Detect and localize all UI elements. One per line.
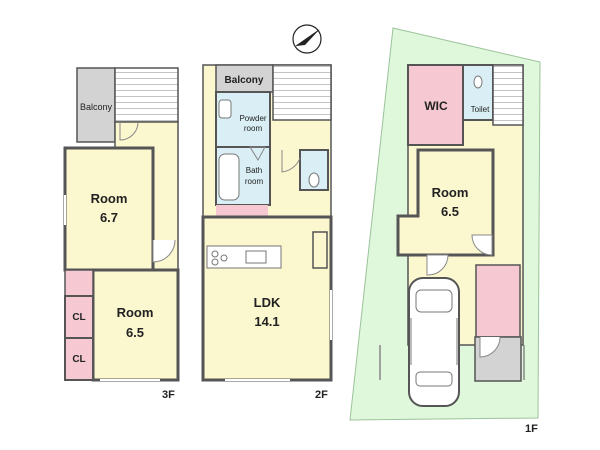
- room-6-5-1f-size: 6.5: [441, 204, 459, 219]
- kitchen-counter: [206, 245, 282, 269]
- wic: [407, 64, 464, 146]
- door-arc-1f-c: [479, 336, 501, 358]
- car-icon: [408, 277, 460, 407]
- stove-burner-1: [211, 250, 219, 258]
- balcony-2f-label: Balcony: [225, 75, 264, 86]
- floor-1f: WIC Toilet Room 6.5 1F: [349, 27, 541, 435]
- ldk-label: LDK: [254, 295, 281, 310]
- stove-burner-2: [211, 258, 219, 266]
- floor-2f-label: 2F: [315, 389, 328, 401]
- closet-1: [64, 295, 94, 339]
- door-arc-3f-a: [152, 239, 176, 263]
- balcony-3f: [76, 67, 116, 143]
- bath-room-label-1: Bath: [246, 166, 262, 175]
- door-arc-2f-b: [249, 146, 266, 162]
- room-6-5-3f-label: Room: [117, 305, 154, 320]
- room-6-5-3f-size: 6.5: [126, 325, 144, 340]
- powder-room: [215, 91, 271, 148]
- bathtub-icon: [218, 153, 240, 201]
- floor-3f-label: 3F: [162, 389, 175, 401]
- closet-2-label: CL: [72, 354, 85, 365]
- closet-pink-3f: [64, 269, 94, 297]
- ldk-size: 14.1: [254, 314, 279, 329]
- entrance-pink: [475, 264, 521, 338]
- room-6-5-1f: [396, 148, 495, 257]
- closet-1-label: CL: [72, 312, 85, 323]
- staircase-1f: [492, 64, 524, 126]
- north-arrow-icon: [292, 24, 322, 54]
- storage-2f: [312, 231, 328, 269]
- toilet-1f: [462, 64, 494, 121]
- room-6-5-1f-label: Room: [432, 185, 469, 200]
- door-arc-1f-b: [426, 254, 449, 276]
- staircase-2f: [272, 64, 332, 121]
- door-arc-3f-b: [119, 121, 139, 141]
- corridor-pink: [216, 205, 268, 217]
- floor-2f: Balcony Powder room Bath room LDK 14.1 2…: [201, 64, 333, 401]
- toilet-2f-icon: [308, 172, 320, 188]
- powder-room-label-1: Powder: [239, 114, 266, 123]
- room-6-7-size: 6.7: [100, 210, 118, 225]
- floor-1f-label: 1F: [525, 423, 538, 435]
- closet-2: [64, 337, 94, 381]
- floor-3f: Balcony Room 6.7 Room 6.5 CL CL 3F: [63, 67, 180, 401]
- room-6-7: [63, 146, 155, 272]
- door-arc-1f-a: [471, 234, 493, 256]
- toilet-1f-icon: [473, 75, 483, 89]
- sink-icon: [218, 99, 232, 119]
- room-6-7-label: Room: [91, 191, 128, 206]
- staircase-3f: [114, 67, 179, 123]
- powder-room-label-2: room: [244, 124, 263, 133]
- kitchen-sink: [245, 250, 267, 264]
- stove-burner-3: [220, 254, 228, 262]
- bath-room-label-2: room: [245, 177, 264, 186]
- toilet-1f-label: Toilet: [471, 105, 490, 114]
- balcony-3f-label: Balcony: [80, 102, 113, 112]
- door-arc-2f-a: [281, 150, 301, 173]
- wic-label: WIC: [424, 99, 448, 113]
